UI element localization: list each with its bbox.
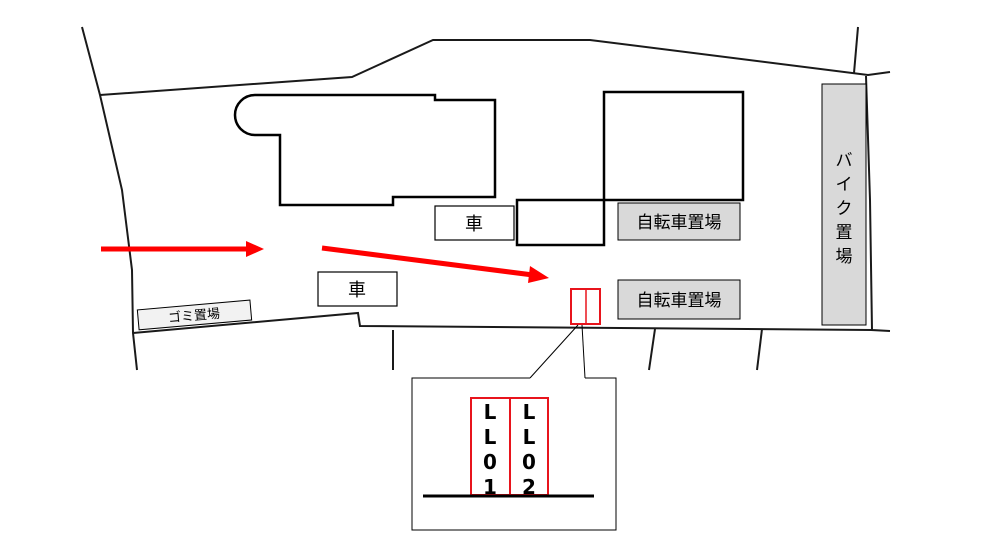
building-east [602,90,745,202]
callout-space-ll01: L L 0 1 [470,397,511,499]
bicycle-parking-label: 自転車置場 [637,291,722,311]
building-annex [515,198,606,247]
car-label: 車 [348,280,366,301]
bicycle-parking-2: 自転車置場 [617,279,741,320]
space-code-char: 2 [522,475,536,499]
garbage-area: ゴミ置場 [136,299,253,331]
car-label: 車 [465,214,483,235]
left-boundary [81,26,138,371]
space-code-char: 0 [483,450,497,474]
bike-parking: バ イ ク 置 場 [821,83,867,326]
garbage-area-label: ゴミ置場 [167,306,220,326]
callout [411,324,617,531]
route-arrow-1 [101,241,264,257]
bike-parking-char: イ [836,175,853,195]
space-code-char: 0 [522,450,536,474]
car-space-1: 車 [434,205,515,241]
space-code-char: L [523,425,536,449]
target-spaces-marker [570,288,601,325]
bike-parking-char: バ [836,151,853,171]
building-main [233,93,497,207]
right-line-top [853,26,859,74]
buildings [233,90,745,247]
right-boundary [865,75,891,332]
space-code-char: L [484,425,497,449]
top-boundary [99,39,891,96]
bike-parking-char: ク [836,199,853,219]
lot-line [756,328,763,371]
bicycle-parking-label: 自転車置場 [637,213,722,233]
space-code-char: 1 [483,475,497,499]
space-code-char: L [484,400,497,424]
bicycle-parking-1: 自転車置場 [617,202,741,241]
space-code-char: L [523,400,536,424]
bottom-boundary [132,311,873,334]
car-space-2: 車 [317,271,398,307]
site-boundaries [81,26,891,371]
callout-space-ll02: L L 0 2 [509,397,549,499]
bike-parking-char: 場 [836,247,853,267]
lot-line [648,328,656,371]
bike-parking-char: 置 [836,223,853,243]
route-arrow-2 [321,245,549,283]
